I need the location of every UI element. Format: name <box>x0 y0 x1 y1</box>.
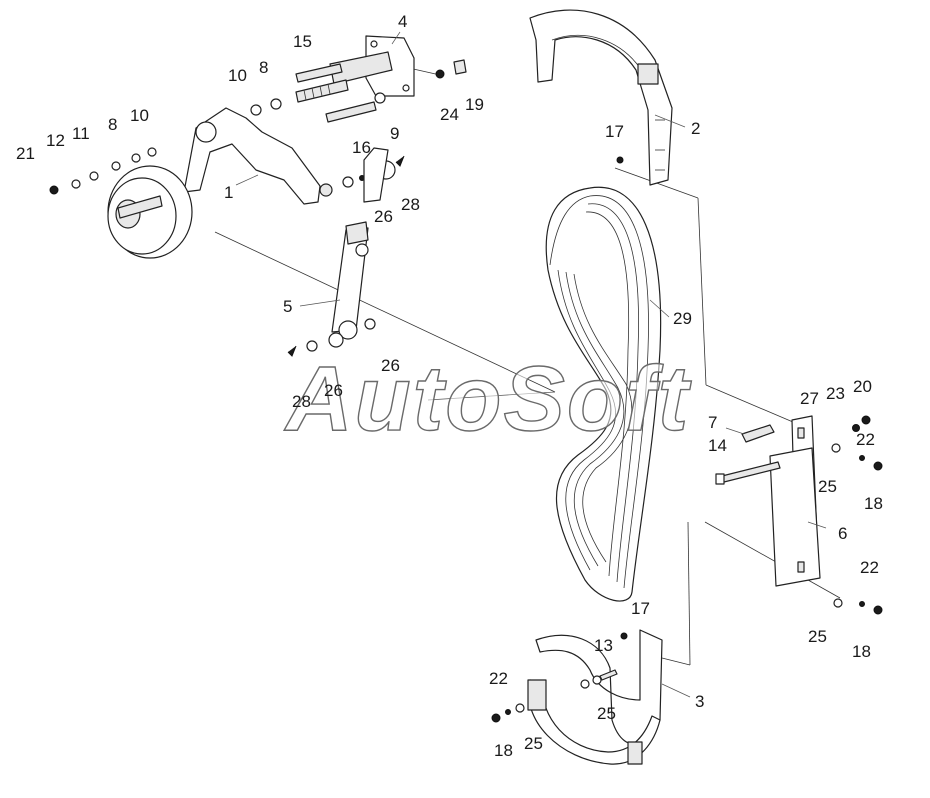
drive-belt <box>545 186 662 602</box>
callout-3: 3 <box>695 692 704 711</box>
construction-lines <box>214 65 841 666</box>
fasteners-right <box>831 415 883 615</box>
callout-26-bottom: 26 <box>324 381 343 400</box>
callout-1: 1 <box>224 183 233 202</box>
callout-28-bottom: 28 <box>292 392 311 411</box>
callout-26-bottom-right: 26 <box>381 356 400 375</box>
callout-21: 21 <box>16 144 35 163</box>
callout-23: 23 <box>826 384 845 403</box>
callout-18-upper: 18 <box>864 494 883 513</box>
callout-29: 29 <box>673 309 692 328</box>
callout-24: 24 <box>440 105 459 124</box>
callout-25-right: 25 <box>818 477 837 496</box>
pins-and-bolts-right <box>715 424 781 485</box>
tension-strut <box>287 147 405 357</box>
callout-28-top: 28 <box>401 195 420 214</box>
tension-arm <box>183 107 365 205</box>
idler-pulley <box>49 147 193 259</box>
callout-8-left: 8 <box>108 115 117 134</box>
callout-7: 7 <box>708 413 717 432</box>
callout-8-top: 8 <box>259 58 268 77</box>
callout-12: 12 <box>46 131 65 150</box>
callout-11: 11 <box>72 124 90 143</box>
callout-5: 5 <box>283 297 292 316</box>
callout-22-upper: 22 <box>856 430 875 449</box>
callout-17-bottom: 17 <box>631 599 650 618</box>
callout-20: 20 <box>853 377 872 396</box>
callout-leaders <box>235 31 827 698</box>
pivot-bracket <box>250 35 467 123</box>
callout-10-top: 10 <box>228 66 247 85</box>
callout-2: 2 <box>691 119 700 138</box>
callout-13: 13 <box>594 636 613 655</box>
upper-belt-guard <box>529 9 673 186</box>
callout-18-left: 18 <box>494 741 513 760</box>
callout-4: 4 <box>398 12 407 31</box>
callout-26-top: 26 <box>374 207 393 226</box>
watermark-text: AutoSoft <box>284 348 692 450</box>
callout-18-lower: 18 <box>852 642 871 661</box>
callout-15: 15 <box>293 32 312 51</box>
callout-6: 6 <box>838 524 847 543</box>
callout-22-left: 22 <box>489 669 508 688</box>
callout-27: 27 <box>800 389 819 408</box>
callout-25-left: 25 <box>524 734 543 753</box>
fasteners-lower <box>491 156 628 723</box>
callout-9: 9 <box>390 124 399 143</box>
callout-14: 14 <box>708 436 727 455</box>
callout-16: 16 <box>352 138 371 157</box>
mounting-plates <box>769 415 821 587</box>
callout-19: 19 <box>465 95 484 114</box>
callout-25-lower-right: 25 <box>808 627 827 646</box>
callout-labels: 1 2 3 4 5 6 7 8 8 9 10 10 11 12 13 14 15… <box>16 12 883 760</box>
callout-25-middle: 25 <box>597 704 616 723</box>
callout-10-left: 10 <box>130 106 149 125</box>
callout-17-top: 17 <box>605 122 624 141</box>
lower-belt-guard <box>527 629 663 765</box>
callout-22-lower: 22 <box>860 558 879 577</box>
